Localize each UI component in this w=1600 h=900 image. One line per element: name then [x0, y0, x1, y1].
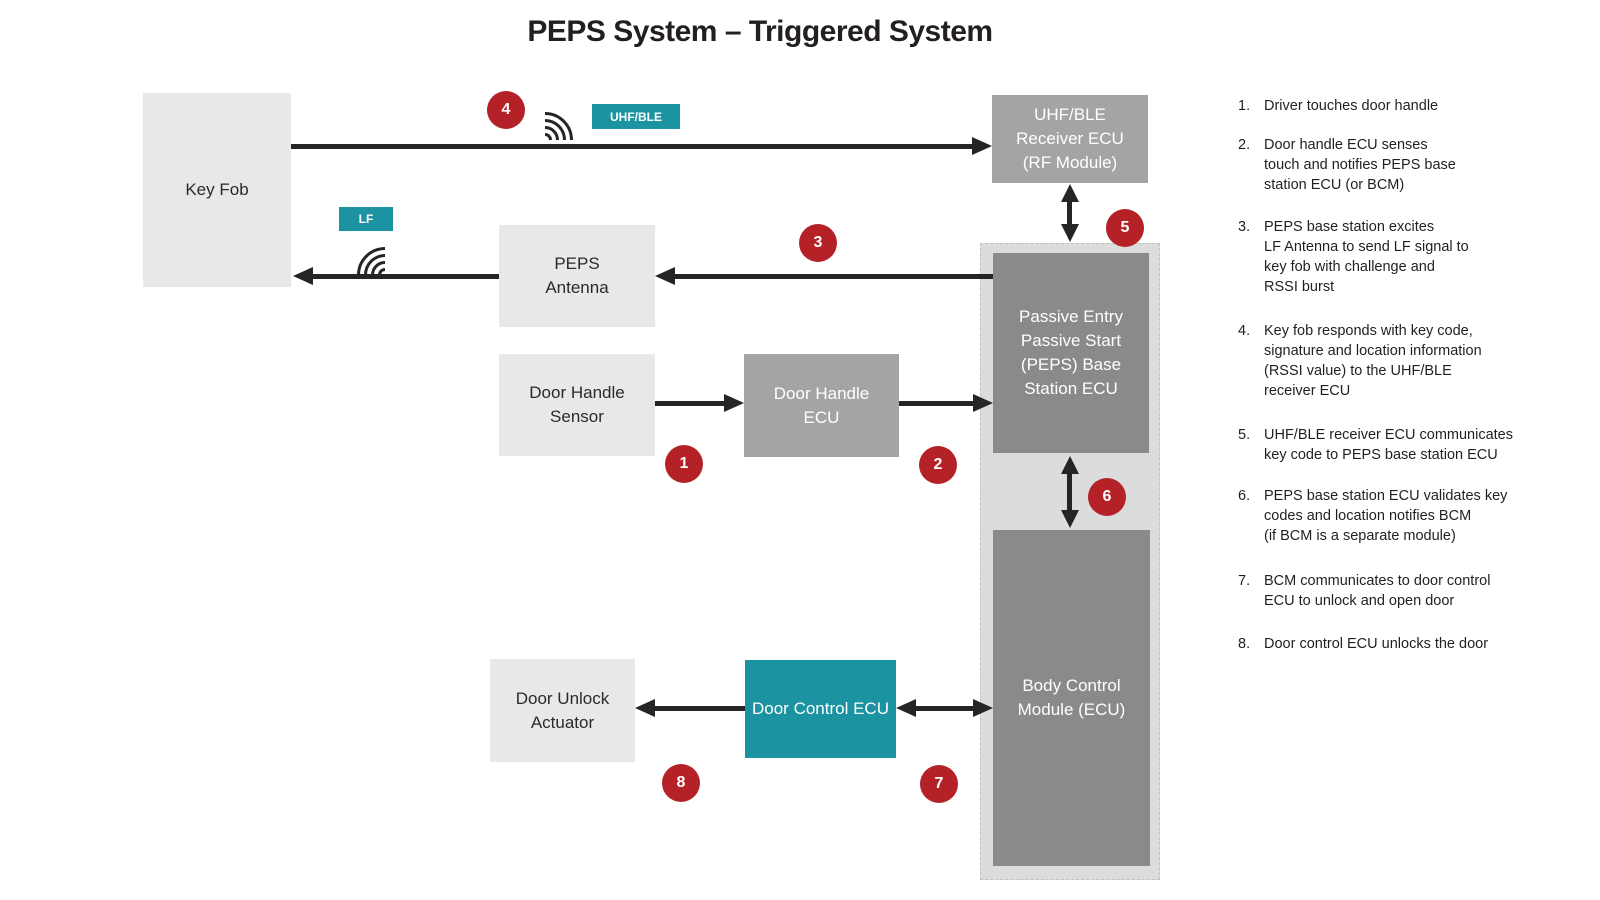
arrowhead-right-icon — [724, 394, 744, 412]
node-peps-antenna: PEPS Antenna — [499, 225, 655, 327]
step-text: PEPS base station excites LF Antenna to … — [1264, 219, 1469, 295]
step-number: 7. — [1238, 573, 1251, 589]
arrowhead-down-icon — [1061, 224, 1079, 242]
node-door-control-ecu: Door Control ECU — [745, 660, 896, 758]
step-marker-1: 1 — [665, 445, 703, 483]
list-item: 7. BCM communicates to door control ECU … — [1238, 571, 1490, 611]
arrow-base-bcm-line — [1067, 472, 1072, 512]
step-number: 1. — [1238, 98, 1251, 114]
step-marker-4: 4 — [487, 91, 525, 129]
node-door-unlock-actuator: Door Unlock Actuator — [490, 659, 635, 762]
arrow-keyfob-to-receiver-line — [291, 144, 972, 149]
arrowhead-left-icon — [293, 267, 313, 285]
arrowhead-left-icon — [635, 699, 655, 717]
step-text: Door handle ECU senses touch and notifie… — [1264, 137, 1456, 193]
step-marker-6: 6 — [1088, 478, 1126, 516]
step-text: Key fob responds with key code, signatur… — [1264, 323, 1482, 399]
step-marker-5: 5 — [1106, 209, 1144, 247]
arrow-antenna-to-keyfob-line — [313, 274, 499, 279]
uhf-signal-icon — [545, 98, 589, 140]
diagram-title: PEPS System – Triggered System — [527, 15, 993, 48]
arrowhead-up-icon — [1061, 184, 1079, 202]
arrow-receiver-base-line — [1067, 200, 1072, 226]
arrowhead-right-icon — [973, 394, 993, 412]
step-number: 6. — [1238, 488, 1251, 504]
step-text: PEPS base station ECU validates key code… — [1264, 488, 1508, 544]
step-marker-8: 8 — [662, 764, 700, 802]
lf-signal-icon — [343, 237, 385, 275]
list-item: 2. Door handle ECU senses touch and noti… — [1238, 135, 1456, 195]
step-text: UHF/BLE receiver ECU communicates key co… — [1264, 427, 1513, 463]
arrowhead-up-icon — [1061, 456, 1079, 474]
step-number: 8. — [1238, 636, 1251, 652]
arrow-sensor-to-dhecu-line — [655, 401, 726, 406]
step-text: Driver touches door handle — [1264, 98, 1439, 114]
step-text: Door control ECU unlocks the door — [1264, 636, 1489, 652]
node-door-handle-ecu: Door Handle ECU — [744, 354, 899, 457]
arrow-dcecu-to-actuator-line — [653, 706, 745, 711]
list-item: 5. UHF/BLE receiver ECU communicates key… — [1238, 425, 1513, 465]
arrowhead-down-icon — [1061, 510, 1079, 528]
arrowhead-right-icon — [973, 699, 993, 717]
node-peps-base-station-ecu: Passive Entry Passive Start (PEPS) Base … — [993, 253, 1149, 453]
step-marker-2: 2 — [919, 446, 957, 484]
arrowhead-left-icon — [655, 267, 675, 285]
step-marker-7: 7 — [920, 765, 958, 803]
arrow-dhecu-to-base-line — [899, 401, 975, 406]
uhf-ble-badge: UHF/BLE — [592, 104, 680, 129]
step-text: BCM communicates to door control ECU to … — [1264, 573, 1491, 609]
step-number: 2. — [1238, 137, 1251, 153]
step-number: 3. — [1238, 219, 1251, 235]
arrow-base-to-antenna-line — [675, 274, 993, 279]
node-key-fob: Key Fob — [143, 93, 291, 287]
arrowhead-left-icon — [896, 699, 916, 717]
node-body-control-module: Body Control Module (ECU) — [993, 530, 1150, 866]
node-door-handle-sensor: Door Handle Sensor — [499, 354, 655, 456]
list-item: 6. PEPS base station ECU validates key c… — [1238, 486, 1507, 546]
list-item: 8. Door control ECU unlocks the door — [1238, 634, 1488, 654]
arrowhead-right-icon — [972, 137, 992, 155]
list-item: 1. Driver touches door handle — [1238, 96, 1438, 116]
lf-badge: LF — [339, 207, 393, 231]
list-item: 3. PEPS base station excites LF Antenna … — [1238, 217, 1469, 297]
node-uhf-ble-receiver-ecu: UHF/BLE Receiver ECU (RF Module) — [992, 95, 1148, 183]
arrow-dcecu-bcm-line — [912, 706, 977, 711]
step-marker-3: 3 — [799, 224, 837, 262]
step-number: 4. — [1238, 323, 1251, 339]
step-number: 5. — [1238, 427, 1251, 443]
list-item: 4. Key fob responds with key code, signa… — [1238, 321, 1482, 401]
